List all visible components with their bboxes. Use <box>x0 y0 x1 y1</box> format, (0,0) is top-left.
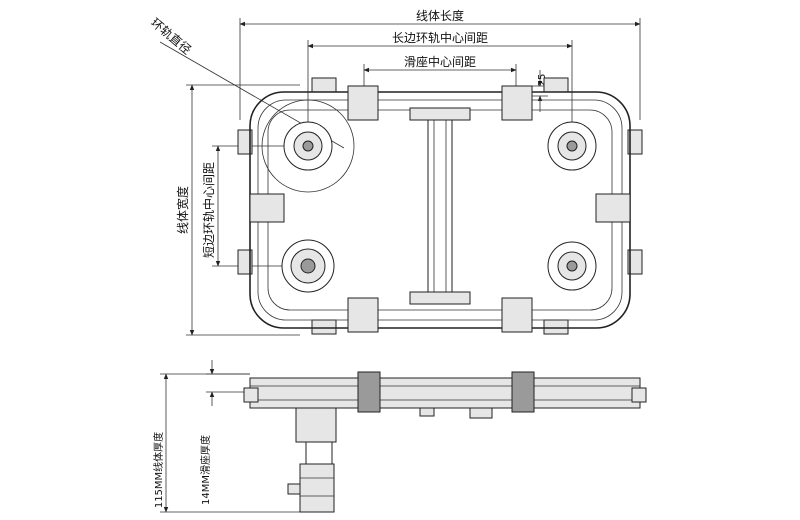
label-slider-center: 滑座中心间距 <box>404 54 476 69</box>
mounting-feet <box>237 77 643 335</box>
label-line-width: 线体宽度 <box>175 186 190 234</box>
dimension-line-width: 线体宽度 <box>175 84 300 336</box>
center-rails <box>409 107 471 305</box>
label-line-length: 线体长度 <box>416 8 464 23</box>
label-slider-thickness: 14MM滑座厚度 <box>199 435 212 505</box>
side-beam <box>243 371 647 419</box>
side-view: 115MM线体厚度 14MM滑座厚度 <box>152 360 647 513</box>
pulley-bottom-left <box>281 239 335 293</box>
top-view: 线体长度 长边环轨中心间距 滑座中心间距 25 环轨直径 <box>148 8 643 336</box>
label-25: 25 <box>537 74 548 87</box>
label-long-side-ring-center: 长边环轨中心间距 <box>392 30 488 45</box>
sliders <box>249 85 631 333</box>
dimension-slider-thickness: 14MM滑座厚度 <box>199 360 250 505</box>
label-short-side-ring-center: 短边环轨中心间距 <box>201 162 216 258</box>
pulley-top-right <box>547 121 597 171</box>
pulley-top-left <box>283 121 333 171</box>
label-ring-diameter: 环轨直径 <box>148 16 194 58</box>
dimension-line-length: 线体长度 <box>239 8 641 120</box>
ring-diameter-circle <box>261 99 355 193</box>
drive-motor <box>287 407 337 513</box>
pulley-bottom-right <box>547 241 597 291</box>
dimension-slider-center: 滑座中心间距 <box>363 54 517 90</box>
label-line-thickness: 115MM线体厚度 <box>152 432 165 508</box>
